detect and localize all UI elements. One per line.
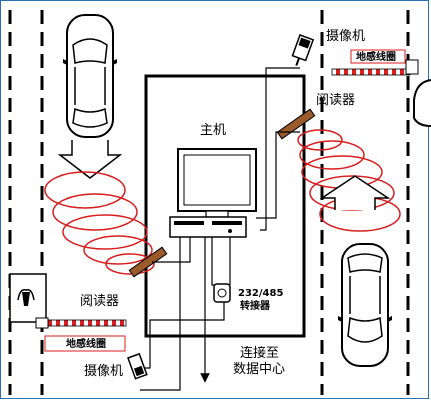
induction-coil-left [44, 171, 155, 275]
barrier-post-top [405, 59, 419, 75]
converter-icon [213, 283, 231, 303]
barrier-booth-bottom-icon [9, 273, 47, 323]
direction-arrow-up-icon [319, 175, 391, 210]
car-bottom-right-icon [338, 243, 392, 367]
barrier-post-bottom [35, 317, 49, 329]
loop-sensor-tag-bottom [44, 335, 126, 352]
barrier-arm-bottom [45, 319, 127, 327]
converter-label-line2: 转接器 [240, 299, 271, 312]
camera-top-label: 摄像机 [326, 29, 365, 44]
loop-sensor-tag-top [350, 49, 406, 64]
host-enclosure [144, 74, 306, 338]
connect-label-line1: 连接至 [240, 345, 279, 361]
car-top-left-icon [63, 14, 117, 138]
wiring-lines [140, 67, 300, 391]
car-partial-right-icon [413, 79, 431, 127]
camera-bottom-icon [127, 352, 148, 380]
loop-sensor-label-bottom: 地感线圈 [66, 337, 106, 350]
reader-bottom-label: 阅读器 [80, 294, 119, 309]
reader-top-icon [276, 108, 316, 140]
host-label: 主机 [200, 123, 226, 138]
converter-label-line1: 232/485 [238, 288, 283, 299]
camera-bottom-label: 摄像机 [84, 364, 123, 379]
camera-top-icon [291, 34, 315, 66]
barrier-arm-top [331, 68, 411, 76]
connect-label-line2: 数据中心 [233, 362, 285, 377]
reader-bottom-icon [128, 246, 168, 278]
host-computer-icon [169, 148, 257, 238]
reader-top-label: 阅读器 [316, 93, 355, 108]
direction-arrow-down-icon [57, 140, 123, 179]
loop-sensor-label-top: 地感线圈 [356, 50, 396, 63]
